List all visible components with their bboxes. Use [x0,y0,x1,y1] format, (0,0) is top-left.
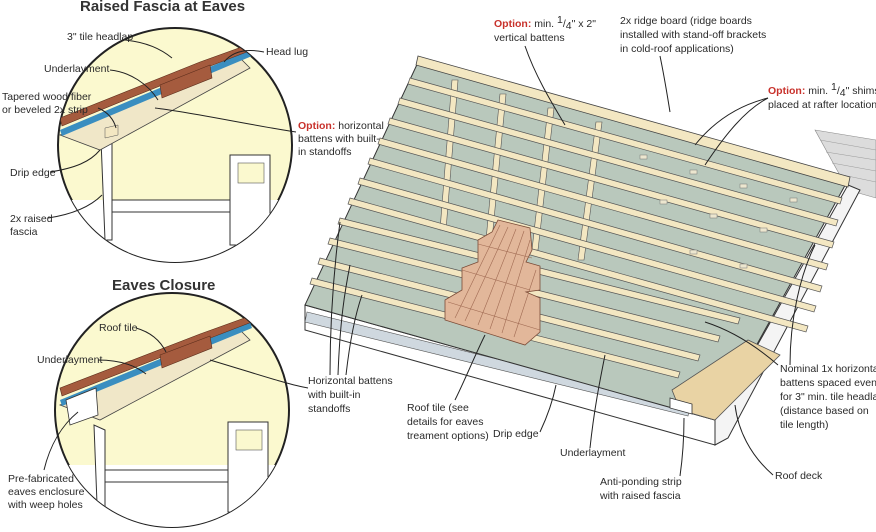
label-underlayment-d1: Underlayment [44,63,109,75]
title-eaves-closure: Eaves Closure [112,277,215,294]
label-tile-line1: Roof tile (see [407,402,469,414]
label-nominal-line3: for 3" min. tile headlap [780,391,876,403]
detail-eaves-closure [54,292,290,528]
label-hb-line2: with built-in [307,389,361,401]
label-prefab-line1: Pre-fabricated [8,473,74,485]
label-nominal-line5: tile length) [780,419,828,431]
title-raised-fascia: Raised Fascia at Eaves [80,0,245,15]
label-option-battens-line1: Option: horizontal [298,120,384,132]
roof-tile-section [444,219,541,346]
label-head-lug: Head lug [266,46,308,58]
label-ridge-line1: 2x ridge board (ridge boards [620,15,752,27]
label-roof-deck: Roof deck [775,470,823,482]
label-raised-line1: 2x raised [10,213,53,225]
label-drip-edge-main: Drip edge [493,428,539,440]
label-prefab-line3: with weep holes [7,499,83,511]
label-drip-edge-d1: Drip edge [10,167,56,179]
label-tile-line2: details for eaves [407,416,483,428]
label-tapered-line2: or beveled 2x strip [2,104,88,116]
label-nominal-line4: (distance based on [780,405,869,417]
label-shims-line1: Option: min. 1/4" shims [768,81,876,99]
label-nominal-line2: battens spaced evenly [780,377,876,389]
label-vertical-battens-line1: Option: min. 1/4" x 2" [494,14,596,32]
label-nominal-line1: Nominal 1x horizontal [780,363,876,375]
label-underlayment-main: Underlayment [560,447,625,459]
label-hb-line1: Horizontal battens [308,375,393,387]
ridge-cap-shingles [814,129,876,199]
label-underlayment-d2: Underlayment [37,354,102,366]
label-ridge-line2: installed with stand-off brackets [620,29,766,41]
label-headlap: 3" tile headlap [67,31,133,43]
ridge-board [415,55,851,188]
label-hb-line3: standoffs [308,403,350,415]
label-tapered-line1: Tapered wood fiber [2,91,92,103]
label-anti-line1: Anti-ponding strip [600,476,682,488]
label-tile-line3: treament options) [407,430,489,442]
label-anti-line2: with raised fascia [599,490,681,502]
label-raised-line2: fascia [10,226,38,238]
label-prefab-line2: eaves enclosure [8,486,85,498]
label-shims-line2: placed at rafter locations [768,99,876,111]
main-roof-illustration [304,55,876,446]
label-vertical-battens-line2: vertical battens [494,32,565,44]
anti-ponding-strip [669,397,693,415]
shims [639,154,798,269]
label-roof-tile-d2: Roof tile [99,322,138,334]
label-option-battens-line2: battens with built- [298,133,380,145]
label-ridge-line3: in cold-roof applications) [620,43,734,55]
label-option-battens-line3: in standoffs [298,146,352,158]
detail-raised-fascia [57,27,293,263]
